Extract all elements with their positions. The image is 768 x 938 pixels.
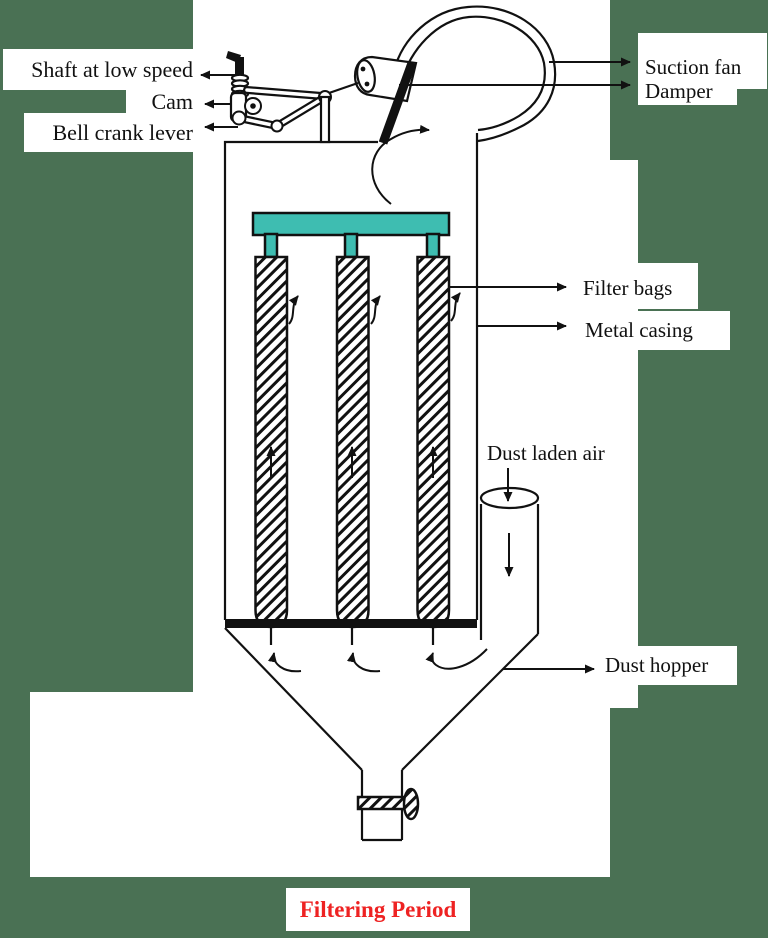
- label-metal-casing: Metal casing: [578, 311, 730, 350]
- damper-blade: [378, 61, 417, 145]
- label-damper-text: Damper: [645, 78, 713, 103]
- label-dust-laden-air: Dust laden air: [487, 441, 627, 465]
- tube-sheet-stem: [425, 232, 441, 259]
- linkage-joint: [270, 119, 284, 133]
- airflow-arrow-hopper-1: [267, 652, 302, 673]
- figure-background-right-strip: [610, 160, 638, 708]
- cell-plate: [225, 619, 477, 628]
- label-cam: Cam: [126, 89, 205, 115]
- label-dust-laden-air-text: Dust laden air: [487, 440, 605, 465]
- inlet-pipe-mouth: [479, 486, 540, 510]
- cam-link-arm-inner: [245, 88, 324, 98]
- label-damper: Damper: [638, 77, 737, 105]
- figure-caption-text: Filtering Period: [299, 896, 457, 922]
- suction-duct-inner: [400, 15, 546, 132]
- label-shaft-at-low-speed-text: Shaft at low speed: [31, 56, 193, 82]
- filter-bag-2: [335, 255, 370, 629]
- hopper-left-wall: [224, 627, 363, 771]
- label-dust-hopper-text: Dust hopper: [605, 653, 709, 677]
- airflow-arrow-bag-top-3: [450, 292, 461, 322]
- filter-bag-3: [416, 255, 451, 629]
- bell-crank-pivot: [231, 110, 247, 126]
- tube-sheet: [251, 211, 451, 237]
- filter-bag-1: [254, 255, 289, 629]
- label-metal-casing-text: Metal casing: [585, 318, 693, 342]
- fan-bolt-dot: [364, 81, 370, 87]
- drive-shaft-flag: [226, 51, 241, 63]
- support-post: [319, 95, 331, 144]
- label-filter-bags: Filter bags: [575, 263, 698, 309]
- airflow-arrow-to-duct: [371, 124, 430, 205]
- rotary-valve-screw: [356, 795, 408, 811]
- figure-background-bottom-left: [30, 692, 193, 877]
- label-shaft-at-low-speed: Shaft at low speed: [3, 49, 202, 90]
- hopper-right-wall: [401, 633, 539, 771]
- label-suction-fan-text: Suction fan: [645, 54, 742, 79]
- fan-bolt-dot: [360, 66, 366, 72]
- label-filter-bags-text: Filter bags: [583, 275, 673, 300]
- suction-duct-outer: [392, 5, 557, 143]
- airflow-arrow-hopper-3: [425, 648, 488, 670]
- cam-disc-center: [250, 103, 256, 109]
- label-cam-text: Cam: [151, 89, 193, 114]
- rotary-valve-wheel: [402, 787, 420, 821]
- label-dust-hopper: Dust hopper: [600, 646, 737, 685]
- airflow-arrow-hopper-2: [346, 652, 381, 673]
- fan-link-rod: [328, 81, 359, 95]
- figure-caption: Filtering Period: [286, 888, 470, 931]
- label-bell-crank-lever-text: Bell crank lever: [52, 119, 194, 145]
- label-bell-crank-lever: Bell crank lever: [24, 113, 205, 152]
- airflow-arrow-bag-top-1: [288, 295, 299, 325]
- airflow-arrow-bag-top-2: [370, 295, 381, 325]
- tube-sheet-stem: [343, 232, 359, 259]
- tube-sheet-stem: [263, 232, 279, 259]
